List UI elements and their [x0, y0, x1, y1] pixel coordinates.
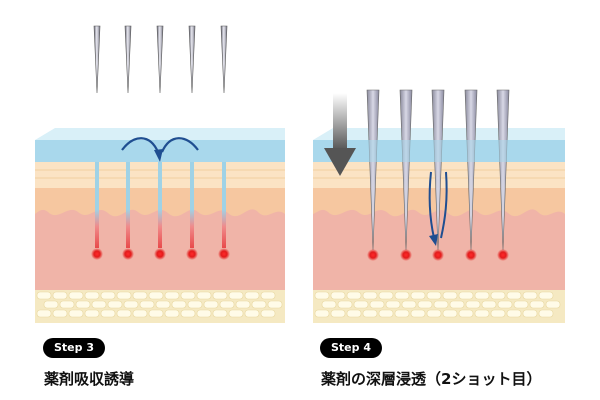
microneedle-icon: [188, 25, 196, 94]
microneedle-icon: [496, 89, 510, 251]
skin-block-right: [313, 89, 565, 323]
skin-block-left: [35, 128, 285, 323]
inserted-needles: [366, 89, 510, 251]
microneedle-icon: [399, 89, 413, 251]
step-badge-4: Step 4: [320, 338, 382, 358]
push-down-arrow-icon: [324, 93, 356, 176]
panel-step4: [313, 89, 565, 323]
microneedle-icon: [220, 25, 228, 94]
absorption-arrow-icon: [428, 171, 448, 246]
drug-dots: [91, 248, 230, 260]
caption-step4: 薬剤の深層浸透（2ショット目）: [321, 370, 542, 388]
fat-cells: [314, 291, 561, 318]
raised-needles: [93, 25, 228, 94]
microneedle-icon: [366, 89, 380, 251]
microneedle-icon: [156, 25, 164, 94]
needle-gel-overlay: [366, 140, 510, 162]
microneedle-icon: [464, 89, 478, 251]
absorption-arrow-icon: [121, 137, 199, 162]
caption-step3: 薬剤吸収誘導: [44, 370, 135, 388]
microneedle-icon: [431, 89, 445, 251]
step-badge-3: Step 3: [43, 338, 105, 358]
microneedle-icon: [93, 25, 101, 94]
absorption-channels: [95, 162, 226, 248]
panel-step3: [35, 25, 285, 323]
microneedle-icon: [124, 25, 132, 94]
fat-cells: [36, 291, 283, 318]
gel-layer-top: [35, 128, 285, 140]
drug-dots: [367, 249, 509, 261]
